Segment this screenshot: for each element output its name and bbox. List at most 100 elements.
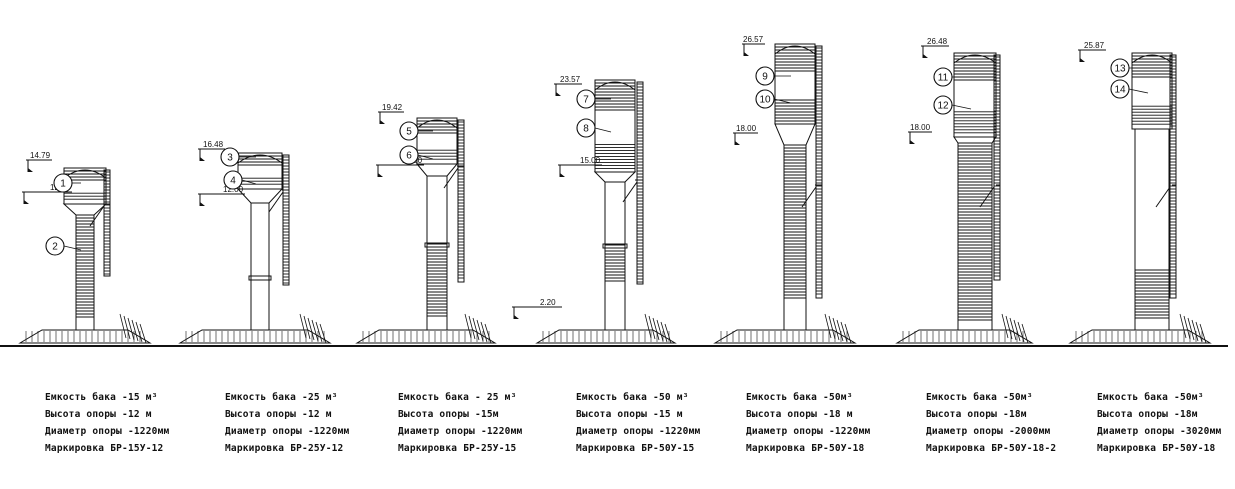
mark-value: БР-50У-15: [641, 443, 695, 454]
callout-number: 13: [1114, 64, 1126, 75]
callout-number: 4: [230, 176, 236, 187]
tank-hatching: [1132, 105, 1172, 125]
height-label: Высота опоры: [576, 409, 648, 420]
tower-spec-5: Емкость бака-50м³ Высота опоры-18 м Диам…: [746, 389, 921, 457]
slope-hatch: [1179, 313, 1187, 339]
diameter-value: -3020мм: [1179, 426, 1222, 437]
callout-number: 5: [406, 127, 412, 138]
height-value: -12 м: [122, 409, 152, 420]
diameter-value: -1220мм: [658, 426, 701, 437]
height-value: -15 м: [653, 409, 683, 420]
capacity-value: -15 м³: [122, 392, 158, 403]
diameter-label: Диаметр опоры: [225, 426, 302, 437]
brace: [1155, 186, 1171, 208]
height-label: Высота опоры: [1097, 409, 1169, 420]
callout-5: 5: [399, 121, 433, 141]
tower-shaft: [783, 144, 807, 331]
capacity-value: -50м³: [1003, 392, 1033, 403]
ladder-rungs: [458, 121, 464, 279]
slope-hatch: [664, 323, 672, 344]
diameter-value: -1220мм: [480, 426, 523, 437]
slope-hatch: [652, 317, 660, 341]
height-label: Высота опоры: [45, 409, 117, 420]
slope-hatch: [1187, 317, 1195, 341]
slope-hatch: [131, 319, 139, 342]
service-ladder: [457, 119, 465, 283]
height-label: Высота опоры: [398, 409, 470, 420]
tank-hatching: [775, 99, 815, 122]
slope-hatch: [644, 313, 652, 339]
callout-14: 14: [1110, 79, 1149, 99]
callout-number: 3: [227, 153, 233, 164]
elevation-arrow: [24, 200, 29, 204]
slope-hatch: [303, 315, 311, 340]
mark-label: Маркировка: [576, 443, 636, 454]
elevation-arrow: [28, 168, 33, 172]
tower-shaft: [75, 214, 95, 331]
slope-hatch: [1195, 321, 1203, 343]
shaft-ring: [602, 243, 628, 249]
capacity-label: Емкость бака: [398, 392, 470, 403]
elevation-arrow: [556, 92, 561, 96]
elevation-label: 14.79: [30, 151, 51, 160]
elevation-arrow: [744, 52, 749, 56]
callout-8: 8: [576, 118, 612, 138]
ladder-rungs: [816, 47, 822, 295]
tank-roof: [594, 81, 636, 91]
callout-10: 10: [755, 89, 792, 109]
water-tank: [953, 52, 997, 138]
elevation-label: 15.00: [580, 156, 601, 165]
tank-hatching: [954, 55, 996, 81]
callout-number: 12: [937, 101, 949, 112]
brace: [979, 186, 995, 208]
slope-hatch: [1191, 319, 1199, 342]
elevation-arrow: [735, 141, 740, 145]
elevation-marker: 23.57: [554, 75, 582, 96]
tower-spec-7: Емкость бака-50м³ Высота опоры-18м Диаме…: [1097, 389, 1232, 457]
water-tank: [774, 43, 816, 125]
mark-value: БР-50У-18: [1162, 443, 1216, 454]
mark-value: БР-25У-15: [463, 443, 517, 454]
slope-hatch: [824, 313, 832, 339]
callout-leader: [1128, 88, 1149, 94]
capacity-label: Емкость бака: [926, 392, 998, 403]
slope-hatch: [127, 317, 135, 341]
diameter-label: Диаметр опоры: [45, 426, 122, 437]
elevation-marker: 25.87: [1078, 41, 1106, 62]
callout-1: 1: [53, 173, 81, 193]
elevation-label: 26.48: [927, 37, 948, 46]
callout-leader: [594, 127, 612, 133]
service-ladder: [1169, 54, 1177, 299]
mark-label: Маркировка: [45, 443, 105, 454]
diameter-label: Диаметр опоры: [576, 426, 653, 437]
callout-number: 6: [406, 151, 412, 162]
slope-hatch: [307, 317, 315, 341]
mark-label: Маркировка: [926, 443, 986, 454]
callout-number: 2: [52, 242, 58, 253]
diameter-label: Диаметр опоры: [1097, 426, 1174, 437]
water-tower-3: 19.4215.0056: [355, 103, 497, 344]
tower-shaft: [250, 202, 270, 331]
slope-hatch: [1183, 315, 1191, 340]
tank-hatching: [775, 46, 815, 72]
elevation-marker: 16.48: [198, 140, 225, 161]
callout-number: 14: [1114, 85, 1126, 96]
elevation-label: 25.87: [1084, 41, 1105, 50]
ladder-rungs: [994, 56, 1000, 277]
capacity-label: Емкость бака: [746, 392, 818, 403]
ground-mound: [18, 329, 152, 344]
tank-roof: [1131, 54, 1173, 64]
slope-hatch: [648, 315, 656, 340]
ladder-rungs: [283, 156, 289, 284]
diameter-value: -2000мм: [1008, 426, 1051, 437]
mark-label: Маркировка: [746, 443, 806, 454]
ladder-rungs: [1170, 56, 1176, 295]
elevation-marker: 2.20: [512, 298, 562, 319]
elevation-arrow: [1080, 58, 1085, 62]
mark-value: БР-50У-18-2: [991, 443, 1057, 454]
shaft-ring: [248, 275, 272, 281]
slope-hatch: [472, 317, 480, 341]
shaft-hatching: [1135, 269, 1169, 319]
slope-hatch: [828, 315, 836, 340]
